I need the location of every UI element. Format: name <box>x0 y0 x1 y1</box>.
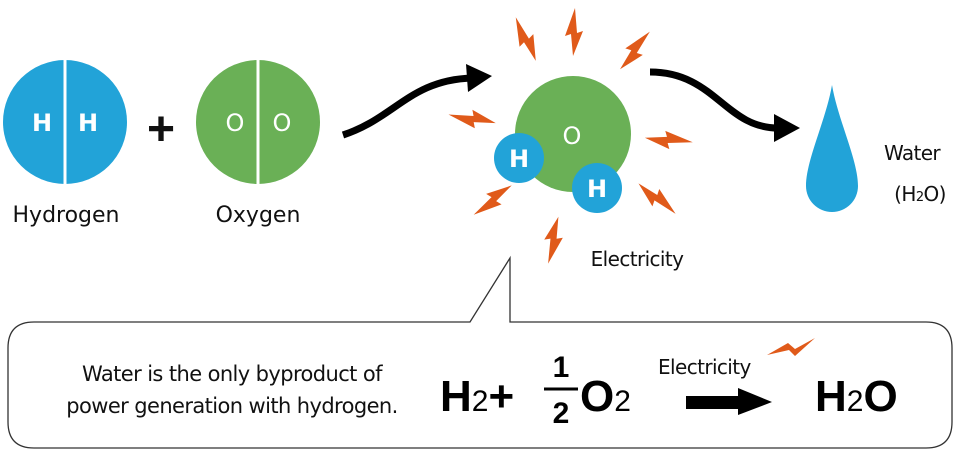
electricity-label: Electricity <box>591 247 685 271</box>
hydrogen-label: Hydrogen <box>13 203 120 228</box>
arrow-label-electricity: Electricity <box>658 355 752 379</box>
hydrogen-atom-label: H <box>78 109 98 137</box>
lightning-icon <box>448 109 496 129</box>
oxygen-atom <box>515 76 631 192</box>
electricity-sparks <box>448 8 693 264</box>
hydrogen-molecule: H H <box>3 60 127 184</box>
callout-text-line1: Water is the only byproduct of <box>82 362 383 386</box>
oxygen-atom-label: O <box>563 122 582 150</box>
fraction-numerator: 1 <box>553 351 570 384</box>
callout-box <box>7 255 953 449</box>
hydrogen-atom <box>572 163 622 213</box>
oxygen-atom-label: O <box>226 109 245 137</box>
fraction-denominator: 2 <box>553 397 570 430</box>
oxygen-atom-label: O <box>273 109 292 137</box>
arrow-to-water <box>649 68 779 132</box>
hydrogen-atom-label: H <box>32 109 52 137</box>
water-drop-icon <box>806 85 858 212</box>
arrow-to-reaction <box>341 74 473 139</box>
arrowhead-icon <box>774 114 800 142</box>
lightning-icon <box>644 130 693 150</box>
water-formula: (H2O) <box>894 182 946 206</box>
reactant-o2: O2 <box>580 372 631 421</box>
lightning-icon <box>473 185 512 215</box>
plus-sign: + <box>147 103 175 156</box>
arrowhead-icon <box>738 388 772 415</box>
lightning-icon <box>767 338 815 356</box>
oxygen-molecule: O O <box>196 60 320 184</box>
water-molecule: O H H <box>494 76 631 213</box>
chemical-equation: H2+ 1 2 O2 Electricity H2O <box>440 338 898 430</box>
lightning-icon <box>565 8 583 56</box>
hydrogen-atom <box>494 133 544 183</box>
lightning-icon <box>620 31 650 70</box>
product-h2o: H2O <box>815 372 898 421</box>
hydrogen-atom-label: H <box>509 145 529 173</box>
hydrogen-atom-label: H <box>587 175 607 203</box>
lightning-icon <box>515 17 536 61</box>
reactant-h2: H2+ <box>440 372 514 421</box>
oxygen-label: Oxygen <box>216 203 301 228</box>
arrowhead-icon <box>466 64 492 92</box>
lightning-icon <box>544 216 563 264</box>
reaction-arrow <box>686 396 741 409</box>
callout-text-line2: power generation with hydrogen. <box>66 394 397 418</box>
water-label: Water <box>884 141 941 165</box>
lightning-icon <box>638 183 676 214</box>
